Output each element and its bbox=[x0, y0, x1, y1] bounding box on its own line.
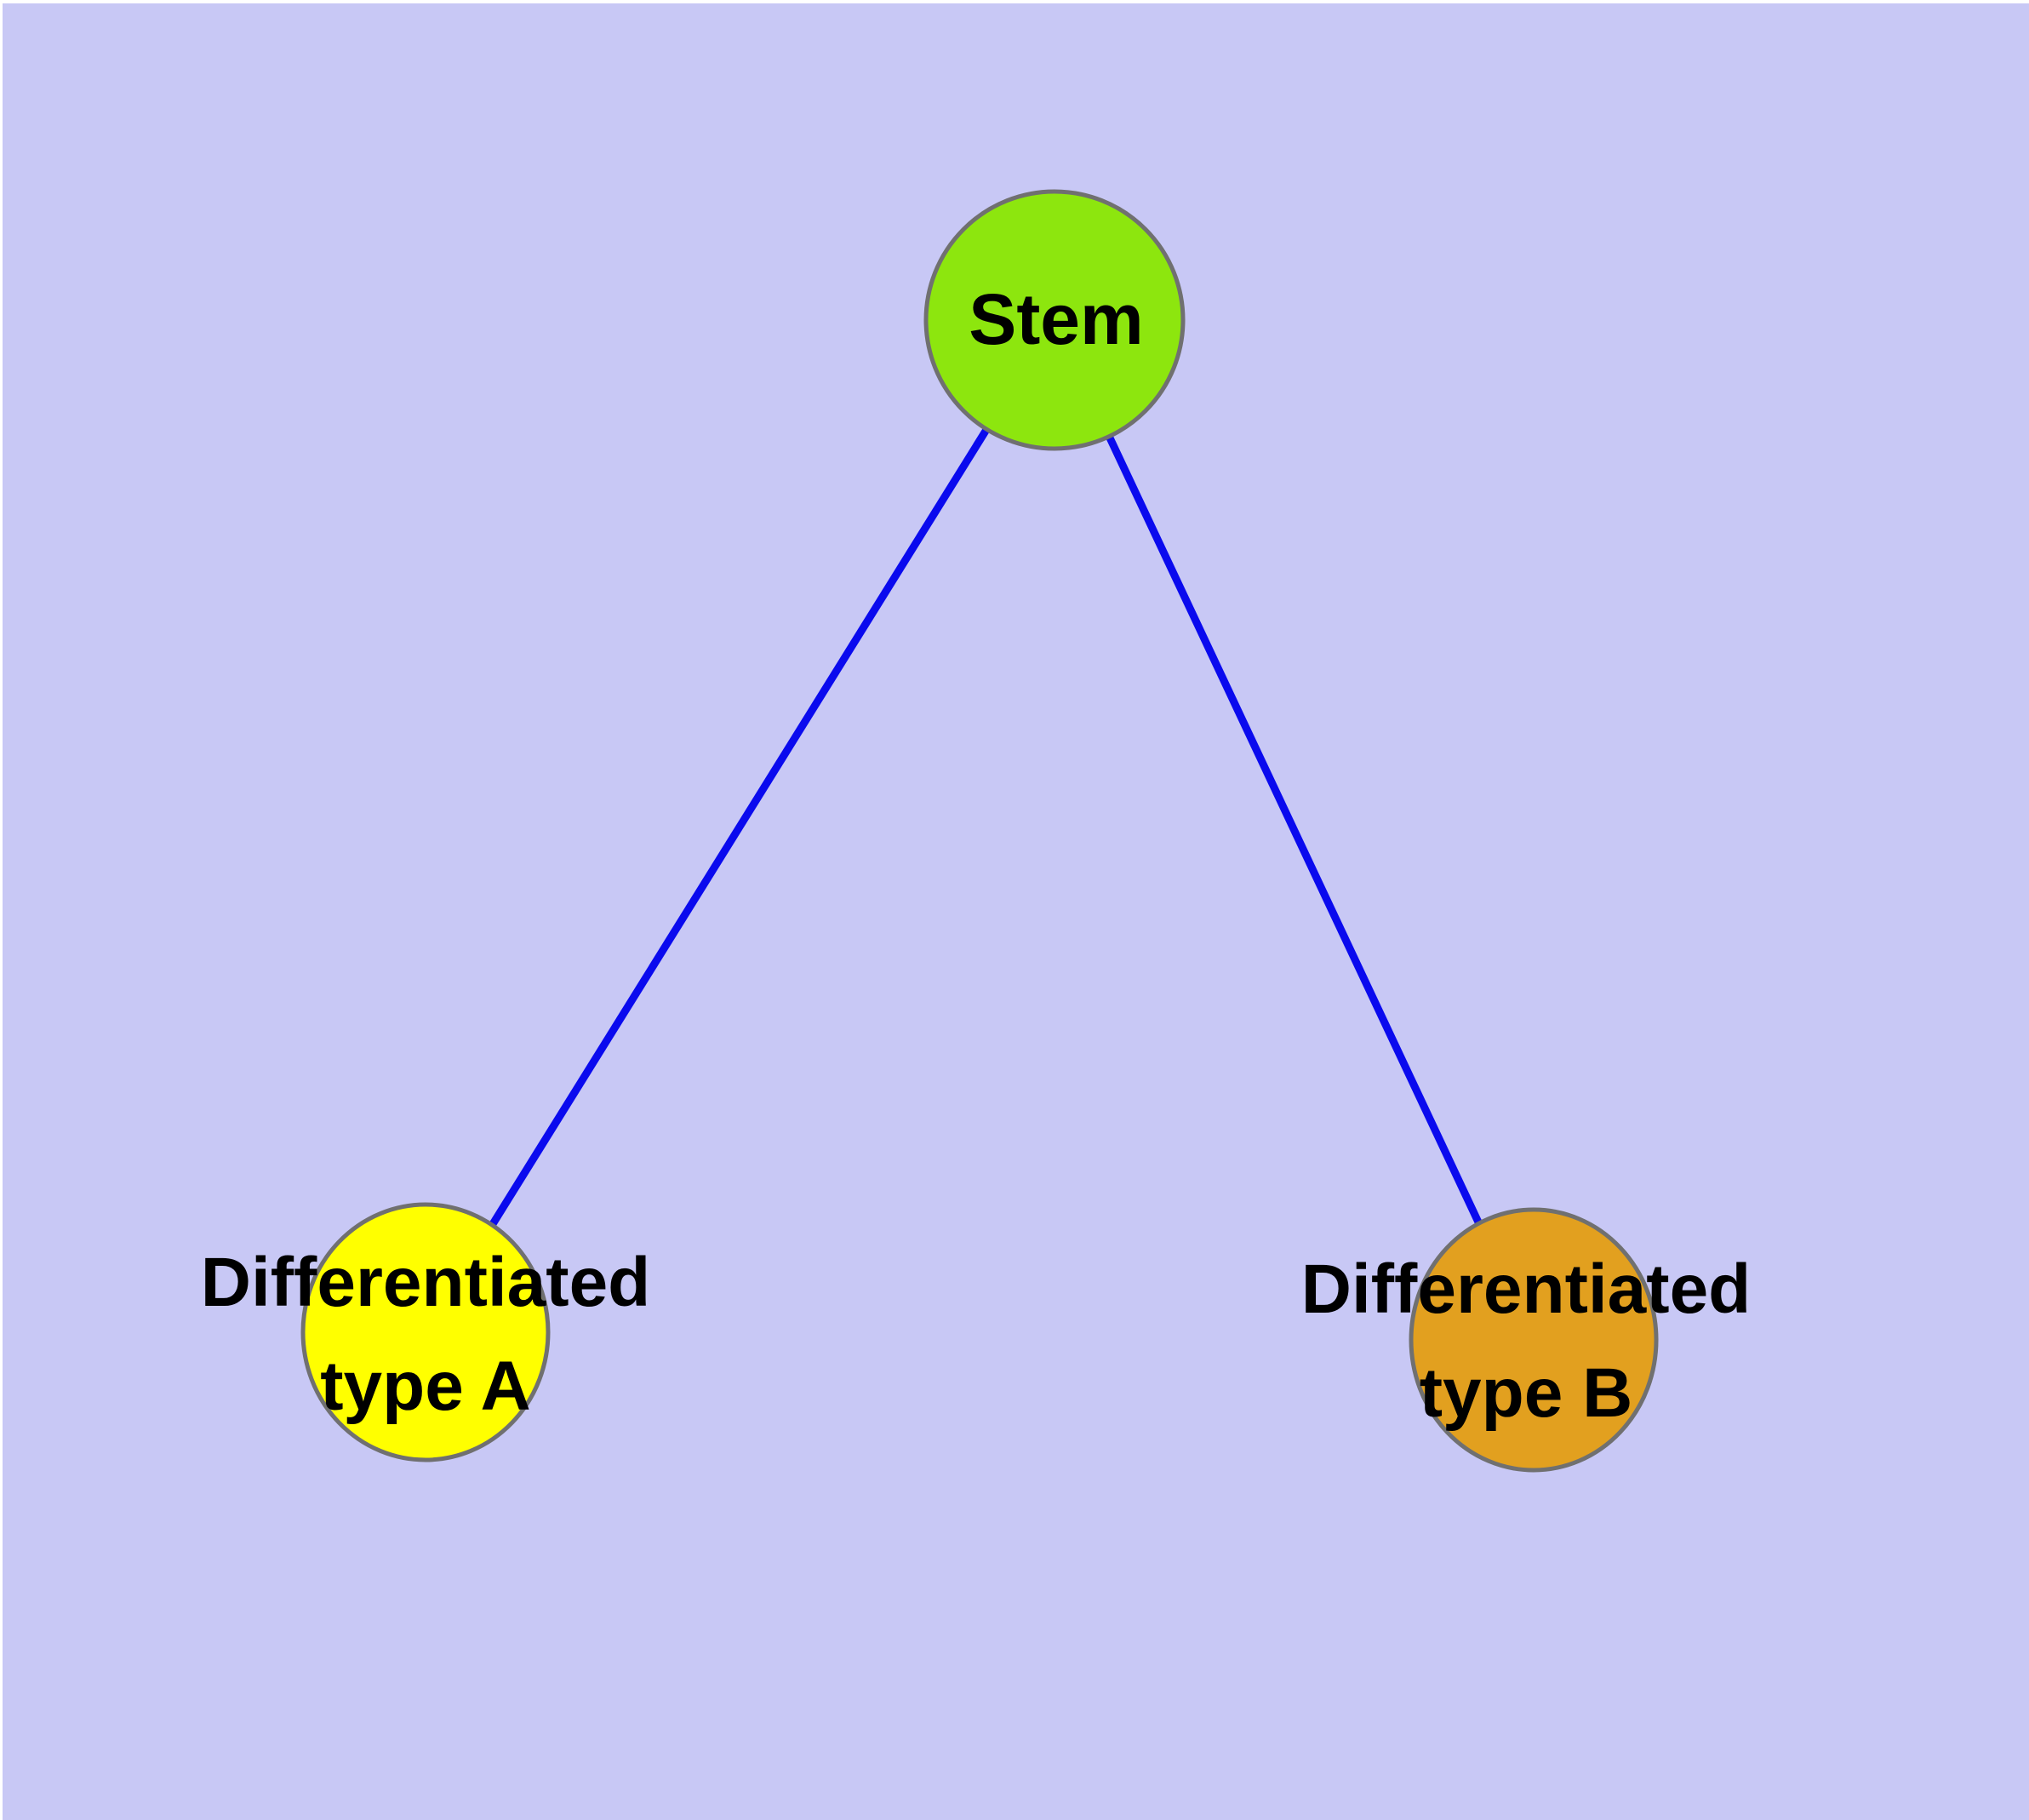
node-type-a-label: Differentiated type A bbox=[201, 1231, 651, 1439]
edge-stem-to-type-a-line bbox=[422, 318, 1058, 1335]
node-type-b-label: Differentiated type B bbox=[1301, 1238, 1752, 1445]
graph-svg bbox=[300, 189, 1659, 1473]
node-type-b-label-line2: type B bbox=[1419, 1354, 1633, 1432]
node-stem-label: Stem bbox=[969, 277, 1143, 362]
node-type-a-label-line1: Differentiated bbox=[200, 1244, 651, 1321]
node-stem-circle bbox=[923, 189, 1186, 451]
edge-stem-to-type-b-line bbox=[1050, 318, 1538, 1342]
node-type-b-label-line1: Differentiated bbox=[1300, 1251, 1752, 1328]
node-type-a-label-line2: type A bbox=[320, 1348, 531, 1425]
node-type-b-circle bbox=[1409, 1207, 1659, 1473]
node-stem-label-text: Stem bbox=[969, 279, 1144, 359]
node-type-a-circle bbox=[300, 1202, 551, 1462]
diagram-canvas: Stem Differentiated type A Differentiate… bbox=[3, 3, 2029, 1820]
